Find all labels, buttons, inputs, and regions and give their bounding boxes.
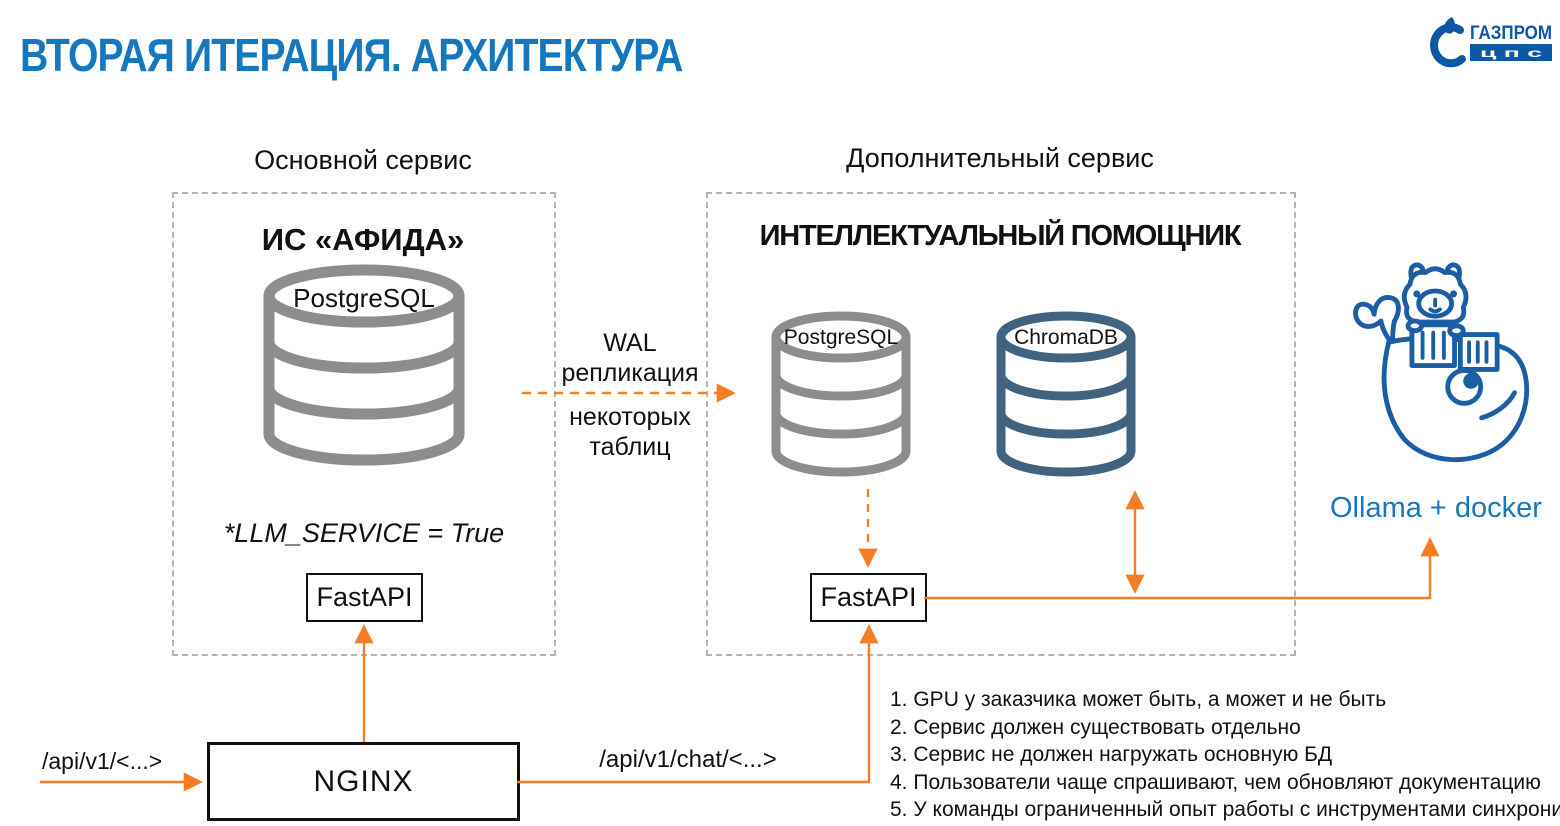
notes-list: 1. GPU у заказчика может быть, а может и… (890, 686, 1560, 824)
page-title: ВТОРАЯ ИТЕРАЦИЯ. АРХИТЕКТУРА (20, 29, 683, 81)
gazprom-logo-brand: ГАЗПРОМ (1470, 23, 1552, 44)
ollama-docker-label: Ollama + docker (1330, 492, 1542, 524)
note-item: 4. Пользователи чаще спрашивают, чем обн… (890, 770, 1541, 794)
assistant-service-heading: ИНТЕЛЛЕКТУАЛЬНЫЙ ПОМОЩНИК (759, 220, 1242, 252)
wal-replication-label: WAL репликация (561, 329, 699, 387)
assistant-service-label: Дополнительный сервис (846, 143, 1154, 173)
gazprom-logo: ГАЗПРОМ ц п с (1424, 14, 1556, 72)
chromadb-cylinder-icon: ChromaDB (993, 310, 1139, 480)
main-fastapi-box: FastAPI (306, 573, 423, 622)
route-api-v1-label: /api/v1/<...> (42, 748, 163, 774)
llama-icon (1401, 262, 1469, 338)
assistant-postgresql-cylinder-icon: PostgreSQL (768, 310, 914, 480)
route-api-v1-chat-label: /api/v1/chat/<...> (599, 746, 777, 773)
container-icon (1409, 322, 1500, 372)
wal-tables-label: некоторых таблиц (569, 403, 691, 461)
main-postgresql-label: PostgreSQL (293, 283, 435, 313)
assistant-postgresql-label: PostgreSQL (783, 326, 899, 349)
main-service-heading: ИС «АФИДА» (261, 222, 465, 257)
chromadb-label: ChromaDB (1014, 326, 1118, 349)
docker-whale-icon (1353, 262, 1530, 463)
assistant-service-box (706, 192, 1296, 656)
main-service-label: Основной сервис (254, 145, 472, 175)
note-item: 5. У команды ограниченный опыт работы с … (890, 798, 1560, 821)
note-item: 2. Сервис должен существовать отдельно (890, 715, 1301, 739)
nginx-box: NGINX (207, 742, 520, 821)
assistant-fastapi-box: FastAPI (810, 573, 927, 622)
ollama-docker-illustration (1348, 260, 1532, 475)
llm-service-note: *LLM_SERVICE = True (223, 518, 505, 548)
note-item: 1. GPU у заказчика может быть, а может и… (890, 688, 1387, 711)
gazprom-logo-unit: ц п с (1480, 46, 1543, 60)
note-item: 3. Сервис не должен нагружать основную Б… (890, 743, 1333, 766)
gazprom-logo-icon: ГАЗПРОМ ц п с (1430, 17, 1552, 68)
main-postgresql-cylinder-icon: PostgreSQL (258, 263, 470, 468)
